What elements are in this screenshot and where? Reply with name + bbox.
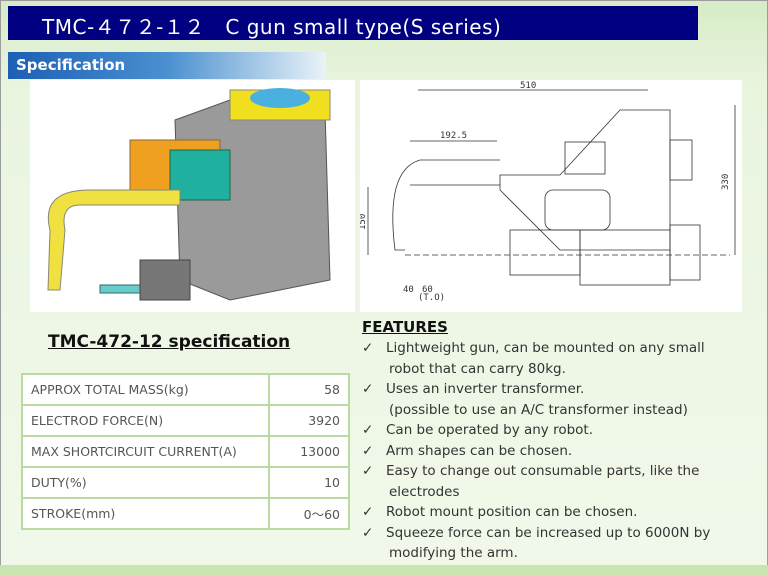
spec-label: MAX SHORTCIRCUIT CURRENT(A): [21, 435, 270, 468]
spec-value: 10: [268, 466, 350, 499]
check-icon: ✓: [362, 340, 374, 356]
table-row: ELECTROD FORCE(N)3920: [21, 404, 350, 437]
check-icon: ✓: [362, 504, 374, 520]
check-icon: ✓: [362, 524, 374, 541]
svg-text:510: 510: [520, 81, 536, 91]
feature-item: ✓ Arm shapes can be chosen.: [362, 441, 762, 462]
feature-item: ✓ Can be operated by any robot.: [362, 420, 762, 441]
features-list: FEATURES ✓ Lightweight gun, can be mounte…: [362, 318, 762, 564]
check-icon: ✓: [362, 463, 374, 479]
feature-line: Robot mount position can be chosen.: [386, 504, 638, 520]
feature-line: modifying the arm.: [389, 545, 518, 561]
spec-table: APPROX TOTAL MASS(kg)58 ELECTROD FORCE(N…: [21, 373, 350, 530]
feature-line: Easy to change out consumable parts, lik…: [386, 463, 700, 479]
feature-item: ✓ Uses an inverter transformer. (possible …: [362, 379, 762, 420]
check-icon: ✓: [362, 442, 374, 459]
svg-text:330: 330: [721, 174, 731, 190]
feature-line: electrodes: [389, 483, 460, 500]
feature-item: ✓ Robot mount position can be chosen.: [362, 502, 762, 523]
check-icon: ✓: [362, 422, 374, 438]
feature-item: ✓ Lightweight gun, can be mounted on any …: [362, 338, 762, 379]
table-row: MAX SHORTCIRCUIT CURRENT(A)13000: [21, 435, 350, 468]
feature-line: robot that can carry 80kg.: [389, 360, 566, 377]
spec-value: 3920: [268, 404, 350, 437]
svg-text:192.5: 192.5: [440, 131, 467, 141]
features-heading: FEATURES: [362, 318, 448, 336]
svg-text:60: 60: [422, 285, 433, 295]
feature-line: Uses an inverter transformer.: [386, 381, 585, 397]
feature-item: ✓ Easy to change out consumable parts, li…: [362, 461, 762, 502]
svg-text:150: 150: [360, 214, 368, 230]
feature-line: Squeeze force can be increased up to 600…: [386, 524, 711, 541]
table-row: DUTY(%)10: [21, 466, 350, 499]
section-header: Specification: [8, 52, 326, 79]
spec-subtitle: TMC-472-12 specification: [48, 332, 291, 352]
gun-3d-render: [30, 80, 355, 312]
spec-value: 58: [268, 373, 350, 406]
check-icon: ✓: [362, 381, 374, 397]
spec-label: DUTY(%): [21, 466, 270, 499]
svg-text:(T.O): (T.O): [418, 293, 445, 303]
feature-line: Can be operated by any robot.: [386, 422, 594, 438]
spec-label: APPROX TOTAL MASS(kg): [21, 373, 270, 406]
spec-label: STROKE(mm): [21, 497, 270, 530]
feature-line: Arm shapes can be chosen.: [386, 442, 573, 459]
svg-text:40: 40: [403, 285, 414, 295]
feature-line: Lightweight gun, can be mounted on any s…: [386, 340, 705, 356]
gun-dimension-drawing: 510 192.5 330 150 40 60 (T.O): [358, 80, 742, 312]
table-row: STROKE(mm)0～60: [21, 497, 350, 530]
spec-value: 0～60: [268, 497, 350, 530]
table-row: APPROX TOTAL MASS(kg)58: [21, 373, 350, 406]
feature-line: (possible to use an A/C transformer inst…: [389, 401, 688, 418]
spec-value: 13000: [268, 435, 350, 468]
bottom-band: [0, 565, 768, 576]
feature-item: ✓ Squeeze force can be increased up to 60…: [362, 523, 762, 564]
page-title: TMC-４７２-１２ C gun small type(S series): [8, 6, 698, 40]
spec-label: ELECTROD FORCE(N): [21, 404, 270, 437]
